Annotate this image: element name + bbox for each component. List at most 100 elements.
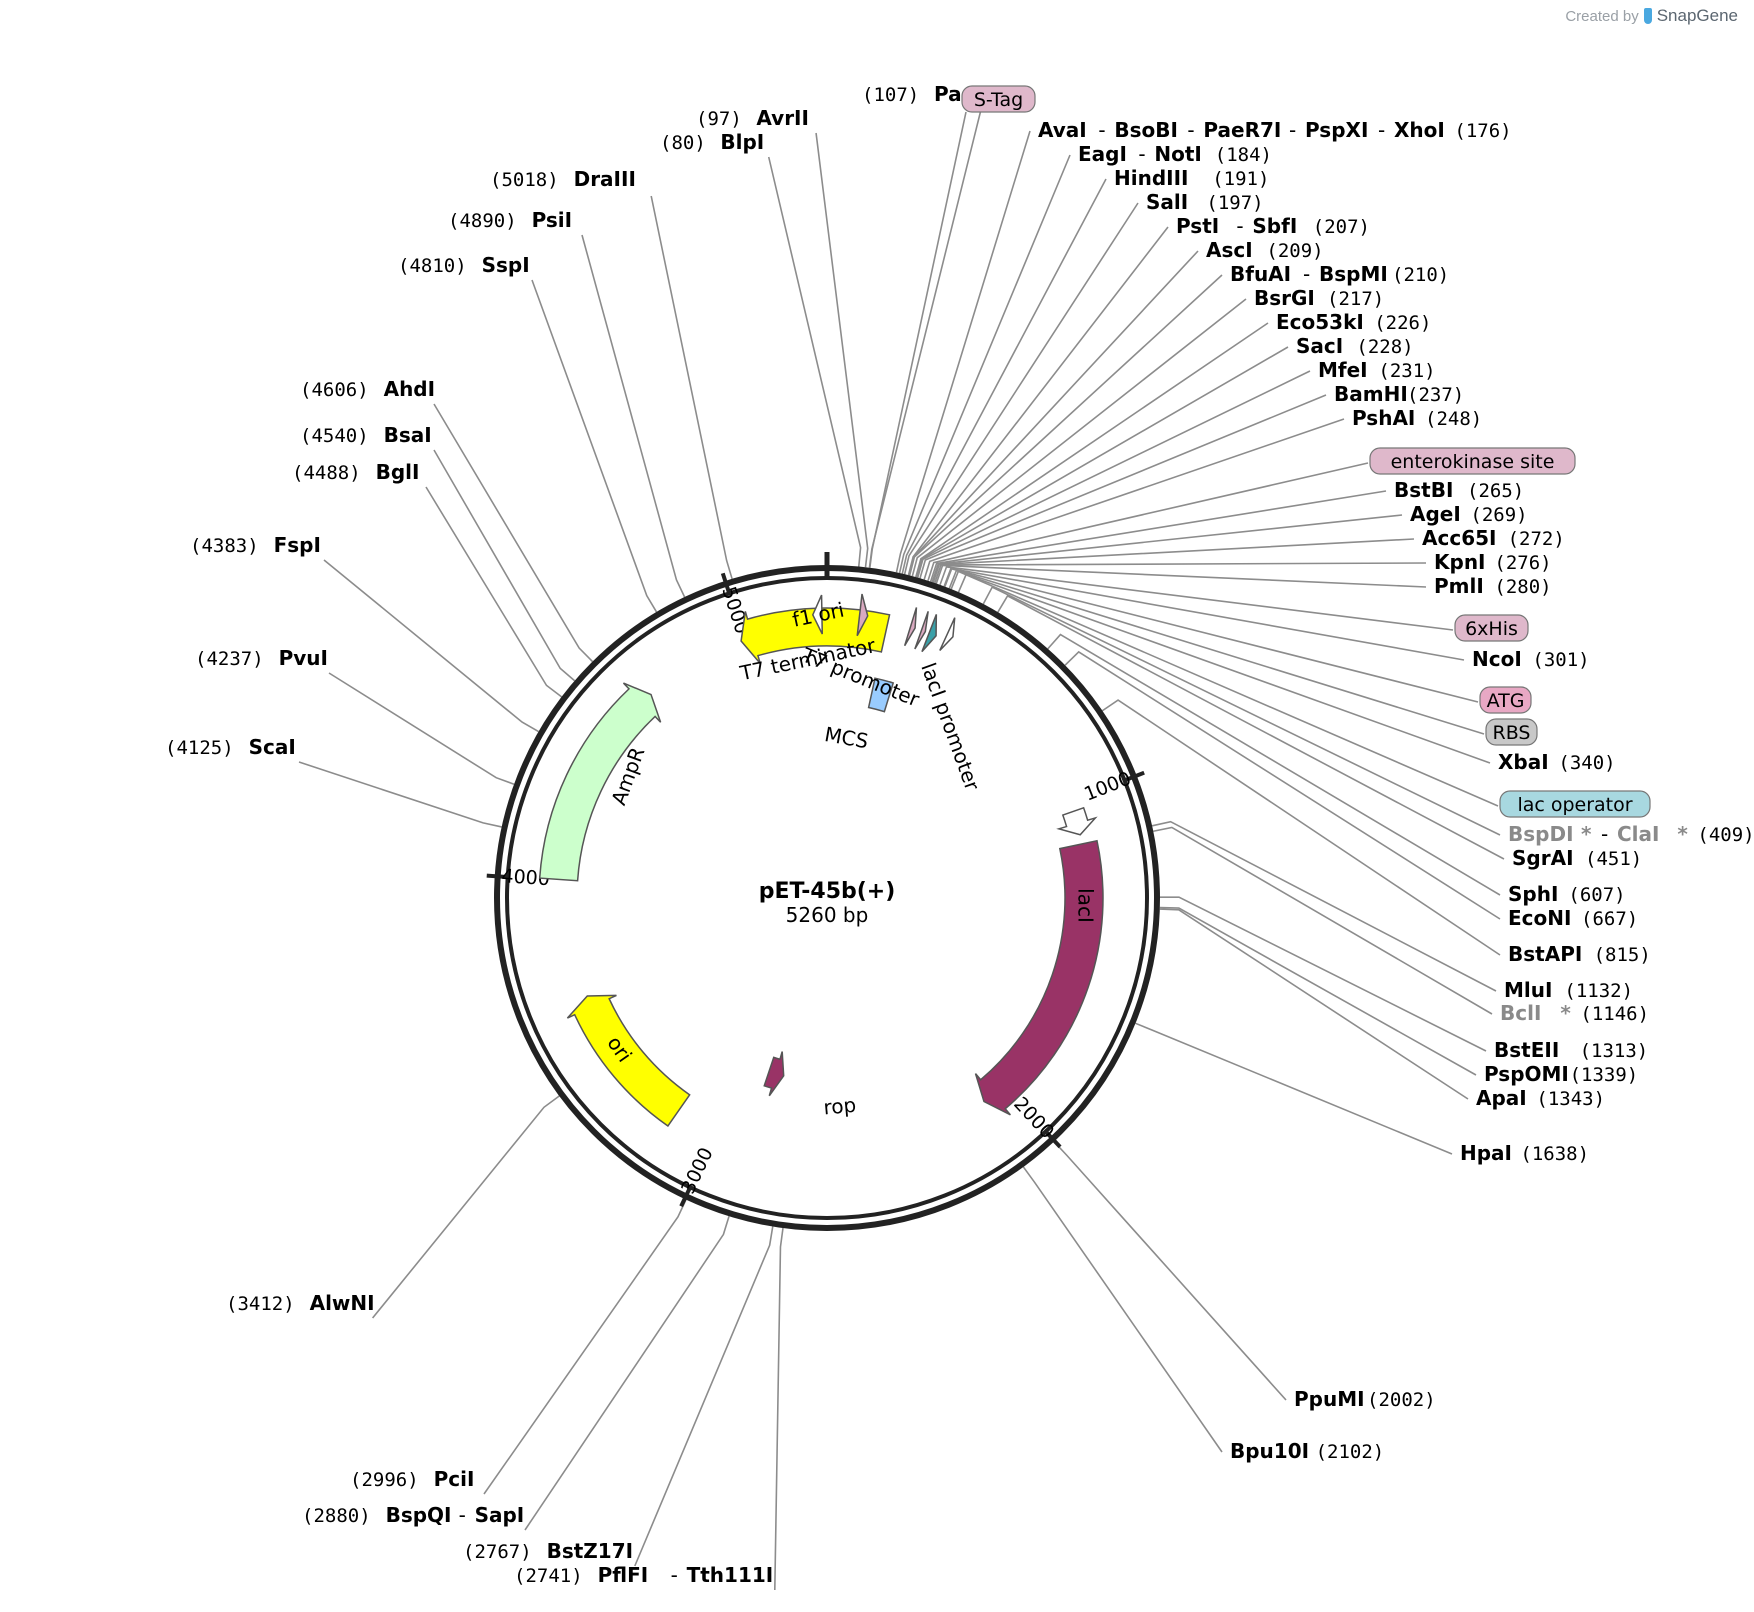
- site-dash-: -: [1601, 822, 1608, 846]
- feature-s-tag: [856, 593, 869, 637]
- site-num-4488: (4488): [292, 462, 361, 484]
- leader-line: [581, 234, 686, 598]
- site-label-xbai: XbaI(340): [1498, 750, 1616, 774]
- site-name-kpni: KpnI: [1434, 550, 1486, 574]
- site-label-sali: SalI(197): [1146, 190, 1264, 214]
- site-label-asci: AscI(209): [1206, 238, 1324, 262]
- site-name-bsai: BsaI: [384, 423, 432, 447]
- site-dash-: -: [1138, 142, 1145, 166]
- leader-line: [1151, 820, 1497, 992]
- site-name-sapi: SapI: [475, 1503, 525, 1527]
- leader-line: [1135, 1022, 1453, 1155]
- leader-line: [931, 514, 1403, 583]
- site-num-1132: (1132): [1564, 980, 1633, 1002]
- site-num-2767: (2767): [463, 1541, 532, 1563]
- leader-line: [1047, 633, 1501, 896]
- leader-line: [903, 202, 1139, 575]
- site-num-5018: (5018): [490, 169, 559, 191]
- site-name-ahdi: AhdI: [384, 377, 435, 401]
- leader-line: [433, 403, 594, 663]
- site-name-scai: ScaI: [249, 735, 296, 759]
- site-label-sspi: (4810)SspI: [398, 253, 530, 277]
- leader-line: [1101, 699, 1501, 956]
- site-num-1313: (1313): [1580, 1040, 1649, 1062]
- site-label-bgli: (4488)BglI: [292, 460, 419, 484]
- site-name-bpu10i: Bpu10I: [1230, 1439, 1309, 1463]
- site-label-pcii: (2996)PciI: [350, 1467, 474, 1491]
- site-name-mlui: MluI: [1504, 978, 1552, 1002]
- tick-mark-3000: [679, 1184, 693, 1208]
- site-name-bamhi: BamHI: [1334, 382, 1408, 406]
- site-name-noti: NotI: [1154, 142, 1201, 166]
- snapgene-logo-icon: [1643, 8, 1652, 24]
- site-name-pmli: PmlI: [1434, 574, 1484, 598]
- site-label-bstbi: BstBI(265): [1394, 478, 1524, 502]
- feature-t7-promoter: [939, 617, 956, 652]
- site-num-451: (451): [1585, 848, 1642, 870]
- leader-line: [915, 346, 1289, 578]
- site-name-apai: ApaI: [1476, 1086, 1527, 1110]
- site-num-248: (248): [1425, 408, 1482, 430]
- site-label-psti-sbfi: PstI-SbfI(207): [1176, 214, 1370, 238]
- plasmid-name: pET-45b(+): [759, 879, 896, 904]
- feature-laci-promoter: [1056, 806, 1098, 836]
- leader-line-pill: [950, 570, 1499, 807]
- site-name-bspdi: BspDI: [1508, 822, 1574, 846]
- leader-line: [1159, 908, 1469, 1100]
- leader-line: [531, 279, 658, 613]
- feature-t7-terminator: [811, 594, 824, 635]
- site-label-fspi: (4383)FspI: [190, 533, 321, 557]
- site-star-: *: [1560, 1001, 1571, 1025]
- leader-line: [425, 486, 563, 698]
- site-num-228: (228): [1356, 336, 1413, 358]
- leader-line: [815, 132, 869, 568]
- site-label-bsai: (4540)BsaI: [300, 423, 432, 447]
- pill-bg-rbs: [1485, 718, 1538, 746]
- site-name-econi: EcoNI: [1508, 906, 1571, 930]
- site-name-saci: SacI: [1296, 334, 1343, 358]
- site-name-bcli: BclI: [1500, 1001, 1541, 1025]
- site-name-avai: AvaI: [1038, 118, 1087, 142]
- site-num-226: (226): [1374, 312, 1431, 334]
- site-num-607: (607): [1568, 884, 1625, 906]
- site-name-sbfi: SbfI: [1252, 214, 1297, 238]
- site-num-2741: (2741): [514, 1565, 583, 1587]
- leader-line: [957, 573, 1491, 764]
- site-num-4606: (4606): [300, 379, 369, 401]
- site-label-bsrgi: BsrGI(217): [1254, 286, 1384, 310]
- site-label-eagi-noti: EagI-NotI (184): [1078, 142, 1272, 166]
- site-name-hindiii: HindIII: [1114, 166, 1188, 190]
- leader-line: [943, 567, 1465, 661]
- pill-text-6xhis: 6xHis: [1465, 618, 1518, 640]
- leader-line: [982, 586, 1501, 836]
- site-num-276: (276): [1494, 552, 1551, 574]
- site-num-207: (207): [1313, 216, 1370, 238]
- pill-bg-lac-operator: [1499, 790, 1651, 818]
- site-star-: *: [1677, 822, 1688, 846]
- leader-line: [932, 538, 1415, 583]
- leader-line-pill: [948, 569, 1485, 735]
- site-label-ncoi: NcoI(301): [1472, 647, 1590, 671]
- leader-line: [1159, 906, 1477, 1076]
- site-label-eco53ki: Eco53kI(226): [1276, 310, 1431, 334]
- leader-line: [433, 449, 576, 682]
- leader-line: [868, 108, 982, 568]
- site-num-184: (184): [1215, 144, 1272, 166]
- site-dash-: -: [1303, 262, 1310, 286]
- site-label-psii: (4890)PsiI: [448, 208, 572, 232]
- feature-f1-ori: [740, 607, 891, 664]
- site-name-ppumi: PpuMI: [1294, 1387, 1365, 1411]
- site-labels: (107)PacI(97)AvrII(80)BlpI(5018)DraIII(4…: [165, 82, 1754, 1587]
- leader-line: [908, 250, 1199, 576]
- pill-bg-enterokinase-site: [1369, 447, 1576, 475]
- leader-line: [907, 226, 1169, 576]
- leader-line: [1159, 896, 1487, 1052]
- site-name-sgrai: SgrAI: [1512, 846, 1574, 870]
- leader-line-pill: [869, 111, 967, 568]
- site-name-tth111i: Tth111I: [687, 1563, 774, 1587]
- site-name-eagi: EagI: [1078, 142, 1127, 166]
- feature-ori: [566, 994, 691, 1128]
- feature-label-rop: rop: [822, 1093, 857, 1120]
- site-label-econi: EcoNI(667): [1508, 906, 1638, 930]
